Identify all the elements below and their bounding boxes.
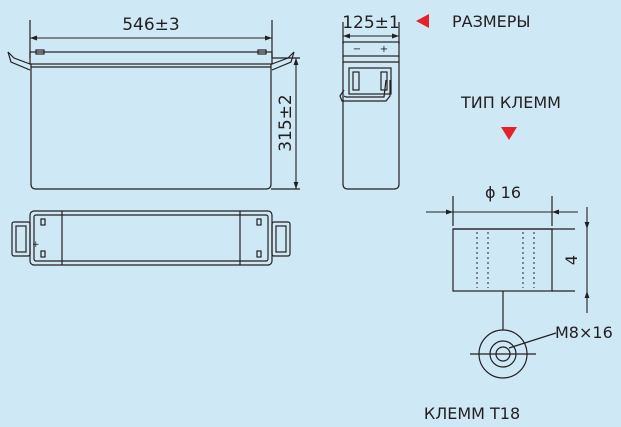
terminal-height-dimension: 4 [562, 207, 590, 313]
side-lid [342, 41, 400, 57]
top-plus-mark: + [32, 240, 40, 250]
terminal-body [452, 228, 553, 292]
terminal-name-label: КЛЕММ T18 [424, 404, 520, 423]
terminal-type-arrow-icon [501, 127, 517, 140]
height-dimension: 315±2 [276, 58, 299, 189]
terminal-plan [470, 329, 557, 379]
terminal-diameter-label: ϕ 16 [485, 183, 521, 202]
terminal-detail: ϕ 16 4 M8×16 КЛЕММ T18 [424, 183, 613, 423]
top-handle-right [271, 221, 291, 257]
front-view [7, 20, 300, 190]
bolt-spec-label: M8×16 [555, 323, 613, 342]
diameter-dimension: ϕ 16 [426, 183, 578, 215]
side-handle [339, 80, 391, 102]
depth-dim-label: 125±1 [342, 13, 400, 33]
dimensions-title: РАЗМЕРЫ [452, 12, 531, 31]
front-handle-left [7, 51, 31, 65]
top-view [11, 210, 291, 266]
side-body [342, 56, 400, 190]
top-body [29, 210, 273, 266]
top-handle-left [11, 221, 31, 257]
side-handle-bracket [348, 67, 392, 95]
front-lid [29, 51, 273, 65]
front-terminal-right [257, 49, 267, 55]
depth-dimension: 125±1 [342, 13, 400, 39]
plus-terminal-mark: + [380, 44, 388, 55]
side-view [339, 22, 400, 190]
front-terminal-left [35, 49, 45, 55]
dimensions-arrow-icon [416, 14, 429, 28]
width-dimension: 546±3 [30, 15, 272, 41]
thread-hidden-lines [476, 232, 535, 288]
front-body [30, 64, 272, 190]
terminal-height-label: 4 [562, 255, 581, 265]
height-dim-label: 315±2 [276, 94, 296, 152]
width-dim-label: 546±3 [122, 15, 180, 35]
minus-terminal-mark: − [353, 44, 361, 55]
terminal-type-title: ТИП КЛЕММ [460, 93, 561, 112]
